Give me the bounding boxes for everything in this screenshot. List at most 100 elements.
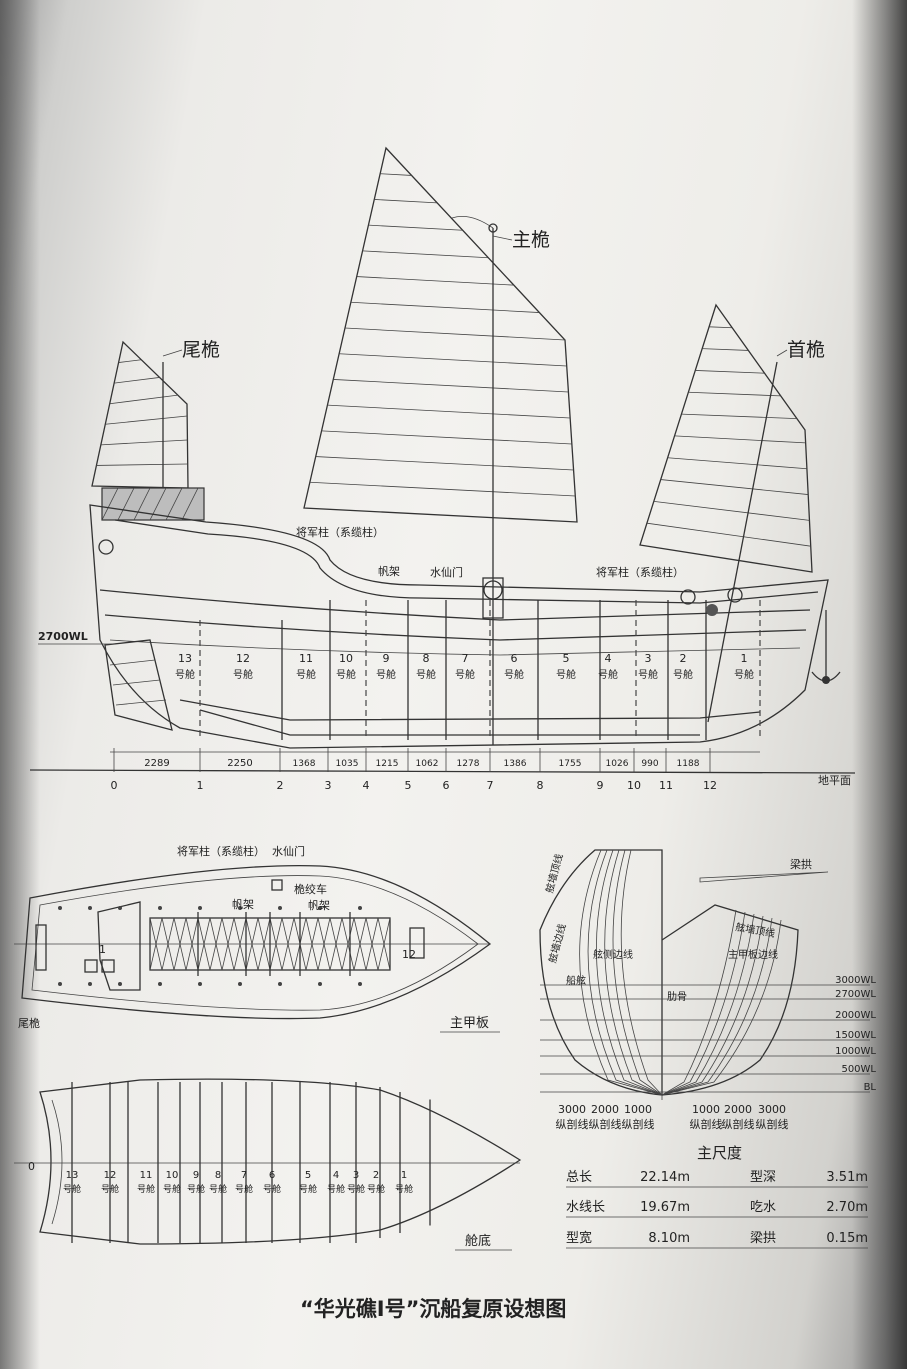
compartment-number: 12 (236, 652, 250, 665)
waterline-label: BL (864, 1082, 877, 1093)
waterline-label: 500WL (841, 1064, 876, 1075)
compartment-number: 6 (511, 652, 518, 665)
deck-bolt (278, 982, 282, 986)
hold-compartment-number: 8 (215, 1170, 221, 1181)
hold-compartment-word: 号舱 (395, 1183, 413, 1195)
body-frame-left (612, 849, 663, 1096)
station-spacing: 1215 (376, 759, 399, 769)
deck-num-left: 1 (99, 943, 106, 956)
sail-batten (709, 326, 733, 329)
dimension-key: 型深 (750, 1170, 776, 1185)
deck-bolt (238, 982, 242, 986)
ground-line (29, 769, 856, 774)
general-post-label-stern: 将军柱（系缆柱） (296, 525, 384, 539)
station-number: 12 (703, 779, 717, 792)
sail-batten (105, 415, 188, 425)
hold-compartment-word: 号舱 (263, 1183, 281, 1195)
compartment-word: 号舱 (233, 668, 253, 681)
station-number: 3 (325, 779, 332, 792)
offset-right: 1000 (692, 1103, 720, 1116)
deck-hatch-line (365, 917, 379, 971)
dimensions-title: 主尺度 (697, 1144, 742, 1162)
waterline-label: 1500WL (835, 1030, 876, 1041)
station-spacing: 1368 (293, 759, 316, 769)
hold-compartment-number: 5 (305, 1170, 311, 1181)
deck-hatch-line (245, 917, 259, 971)
hold-compartment-number: 12 (104, 1170, 117, 1181)
sail-batten (380, 173, 412, 176)
compartment-word: 号舱 (638, 668, 658, 681)
sail-batten (653, 500, 810, 521)
hold-compartment-word: 号舱 (187, 1183, 205, 1195)
dimension-value: 0.15m (826, 1231, 868, 1246)
waist-line-label: 舷墙边线 (546, 922, 569, 964)
compartment-number: 13 (178, 652, 192, 665)
offset-right: 2000 (724, 1103, 752, 1116)
deck-hatch-line (257, 917, 271, 971)
dimension-key: 水线长 (566, 1200, 605, 1215)
buttock-label-right: 纵剖线 (690, 1117, 723, 1131)
deck-general-post-label: 将军柱（系缆柱） (177, 844, 265, 858)
offset-left: 3000 (558, 1103, 586, 1116)
sail-batten (339, 353, 567, 367)
hold-compartment-number: 6 (269, 1170, 275, 1181)
sail-batten (100, 439, 188, 446)
sail-batten (114, 377, 160, 384)
mizzen-mast-label: 尾桅 (182, 339, 220, 361)
dimension-key: 梁拱 (750, 1231, 776, 1246)
main-deck-edge-label: 主甲板边线 (728, 948, 778, 961)
deck-bolt (318, 982, 322, 986)
offset-left: 1000 (624, 1103, 652, 1116)
compartment-number: 1 (741, 652, 748, 665)
hold-compartment-word: 号舱 (367, 1183, 385, 1195)
deck-bolt (58, 982, 62, 986)
camber-label: 梁拱 (790, 857, 812, 871)
body-frame-right (661, 911, 746, 1096)
drawing-title: “华光礁Ⅰ号”沉船复原设想图 (300, 1297, 566, 1321)
deck-hatch-line (317, 917, 331, 971)
hold-compartment-number: 7 (241, 1170, 247, 1181)
hull-outline (89, 504, 829, 749)
body-frame-right (661, 909, 737, 1096)
hold-compartment-number: 3 (353, 1170, 359, 1181)
sail-batten (667, 457, 807, 470)
deck-hatch-line (185, 917, 199, 971)
deck-hatch-line (161, 917, 175, 971)
station-number: 1 (197, 779, 204, 792)
dimension-value: 2.70m (826, 1200, 868, 1215)
fore-sail (639, 303, 813, 573)
deck-hatch-line (329, 917, 343, 971)
sail-batten (96, 463, 188, 466)
dimension-value: 3.51m (826, 1170, 868, 1185)
ribs-label: 肋骨 (667, 990, 687, 1003)
hold-compartment-number: 4 (333, 1170, 339, 1181)
narcissus-gate-label: 水仙门 (430, 565, 463, 579)
deck-hatch-line (197, 917, 211, 971)
sail-batten (315, 456, 574, 471)
deck-hatch-line (305, 917, 319, 971)
sail-batten (660, 479, 809, 495)
body-frame-right (661, 913, 755, 1096)
main-mast-label: 主桅 (512, 229, 550, 251)
hold-compartment-number: 11 (140, 1170, 153, 1181)
body-frame-left (604, 849, 663, 1096)
hold-plan: 13号舱12号舱11号舱10号舱9号舱8号舱7号舱6号舱5号舱4号舱3号舱2号舱… (14, 1078, 522, 1251)
waterline-label: 3000WL (835, 975, 876, 986)
sail-rack-label: 帆架 (378, 564, 400, 578)
ground-level-label: 地平面 (818, 774, 851, 787)
hold-compartment-number: 2 (373, 1170, 379, 1181)
sail-batten (333, 379, 569, 393)
sail-batten (344, 327, 566, 341)
deck-bolt (278, 906, 282, 910)
hold-outline (39, 1078, 522, 1245)
buttock-label-left: 纵剖线 (622, 1117, 655, 1131)
deck-bolt (88, 906, 92, 910)
general-post-label-bow: 将军柱（系缆柱） (596, 565, 684, 579)
station-spacing: 2289 (144, 758, 169, 769)
compartment-word: 号舱 (734, 668, 754, 681)
compartment-number: 7 (462, 652, 469, 665)
sail-batten (109, 394, 178, 405)
sail-batten (674, 435, 806, 444)
